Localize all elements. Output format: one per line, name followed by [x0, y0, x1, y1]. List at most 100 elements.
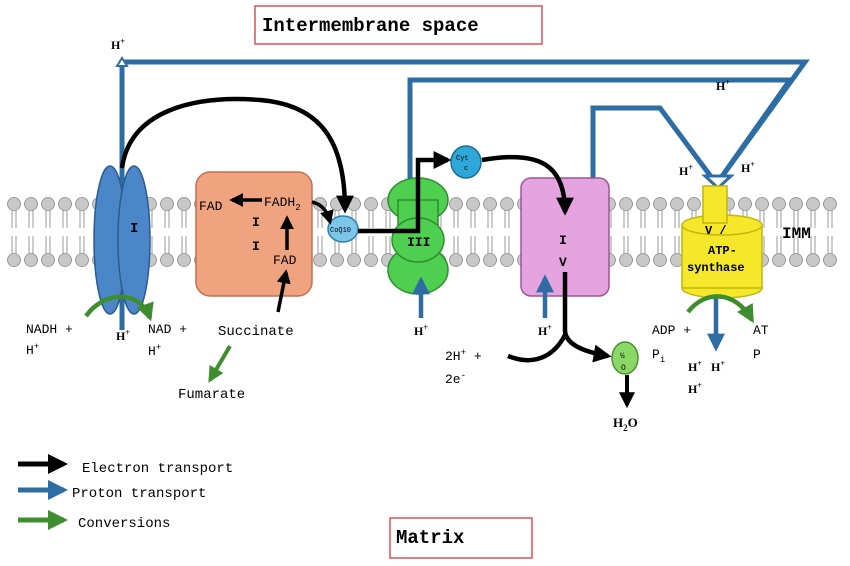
matrix-label-box: Matrix	[389, 517, 533, 559]
oxygen-molecule: ½ O	[611, 341, 639, 375]
complex-ii: I I FAD FADH2 FAD	[195, 171, 313, 297]
atp-synthase-label-top: V /	[705, 224, 727, 238]
complex-i-top-arrowhead	[115, 56, 129, 67]
complex-iv: I V	[520, 177, 610, 297]
lipid-head	[806, 197, 820, 211]
o2-half: ½	[620, 352, 625, 361]
electron-arrow-coq10-to-cytc	[358, 151, 452, 234]
pi-label: Pi	[652, 347, 665, 365]
electron-arrow-complex-iv-to-o2	[562, 272, 612, 363]
lipid-head	[483, 197, 497, 211]
lipid-head	[619, 197, 633, 211]
lipid-head	[738, 197, 752, 211]
electron-arrow-cytc-to-complex-iv	[481, 154, 574, 216]
fad-left-label: FAD	[199, 199, 223, 214]
lipid-head	[466, 253, 480, 267]
reaction-labels: NADH + H+ NAD + H+ Succinate Fumarate 2H…	[26, 322, 769, 403]
legend-label-electron: Electron transport	[82, 461, 233, 477]
atp-synthase-label-2: synthase	[687, 261, 745, 275]
intermembrane-space-title: Intermembrane space	[262, 15, 479, 37]
proton-label-atp-right: H+	[741, 160, 755, 175]
lipid-head	[347, 197, 361, 211]
nadh-label: NADH +	[26, 322, 73, 337]
fadh2-label: FADH2	[264, 195, 301, 213]
lipid-head	[636, 197, 650, 211]
lipid-head	[41, 197, 55, 211]
o2-o: O	[621, 364, 626, 373]
water-label: H2O	[613, 415, 638, 433]
cytochrome-c: Cyt c	[450, 145, 482, 179]
complex-i-label: I	[130, 221, 138, 237]
proton-path-complex-iii	[407, 77, 795, 230]
lipid-head	[789, 197, 803, 211]
cyt-label-c: c	[464, 165, 468, 173]
lipid-head	[364, 197, 378, 211]
lipid-head	[823, 253, 837, 267]
legend-item-electron: Electron transport	[18, 454, 233, 477]
proton-apex-arrowhead	[701, 174, 735, 191]
electron-arrow-fadh2-to-coq10	[311, 200, 334, 225]
complex-ii-label-top: I	[252, 215, 260, 230]
lipid-head	[24, 197, 38, 211]
proton-label-complex-iv: H+	[538, 323, 552, 338]
lipid-head	[500, 197, 514, 211]
lipid-head	[347, 253, 361, 267]
lipid-head	[466, 197, 480, 211]
legend-label-proton: Proton transport	[72, 486, 206, 502]
lipid-head	[330, 253, 344, 267]
succinate-label: Succinate	[218, 324, 294, 340]
lipid-head	[653, 197, 667, 211]
complex-i: I	[93, 165, 151, 315]
legend: Electron transport Proton transport Conv…	[18, 454, 233, 532]
nadh-h-label: H+	[26, 342, 39, 358]
nad-label: NAD +	[148, 322, 187, 337]
lipid-head	[75, 253, 89, 267]
conversion-arrow-succinate-fumarate	[208, 344, 232, 383]
lipid-head	[653, 253, 667, 267]
proton-label-complex-iii: H+	[414, 323, 428, 338]
proton-label-complex-i-top: H+	[111, 37, 125, 52]
lipid-head	[313, 253, 327, 267]
lipid-head	[24, 253, 38, 267]
intermembrane-space-label-box: Intermembrane space	[254, 5, 543, 45]
lipid-head	[7, 253, 21, 267]
fad-bottom-label: FAD	[273, 253, 297, 268]
proton-label-matrix-3: H+	[688, 381, 702, 396]
lipid-head	[619, 253, 633, 267]
atp-label-bottom: P	[753, 347, 761, 362]
lipid-head	[483, 253, 497, 267]
coq10-carrier: CoQ10	[327, 215, 359, 243]
lipid-head	[449, 253, 463, 267]
lipid-head	[41, 253, 55, 267]
imm-label: IMM	[782, 225, 811, 243]
complex-iv-label-top: I	[559, 233, 567, 248]
lipid-head	[670, 197, 684, 211]
lipid-head	[58, 253, 72, 267]
legend-item-conversion: Conversions	[18, 510, 170, 532]
lipid-head	[755, 197, 769, 211]
matrix-title: Matrix	[396, 527, 464, 549]
lipid-head	[772, 197, 786, 211]
conversion-arrow-nadh	[84, 294, 154, 322]
lipid-head	[806, 253, 820, 267]
lipid-head	[177, 197, 191, 211]
proton-labels: H+ H+ H+ H+ H+ H+ H+ H+ H+ H+	[111, 37, 755, 396]
lipid-head	[636, 253, 650, 267]
lipid-head	[58, 197, 72, 211]
arrow-succinate-to-fad	[276, 269, 291, 313]
electron-arrow-2e-input	[507, 333, 567, 363]
fumarate-label: Fumarate	[178, 387, 245, 403]
proton-label-matrix-2: H+	[711, 359, 725, 374]
proton-label-complex-i-bottom: H+	[116, 328, 130, 343]
lipid-head	[177, 253, 191, 267]
two-h-label: 2H+ +	[445, 348, 482, 364]
adp-label: ADP +	[652, 323, 691, 338]
coq10-label: CoQ10	[330, 227, 351, 235]
atp-label-top: AT	[753, 323, 769, 338]
lipid-head	[330, 197, 344, 211]
lipid-head	[772, 253, 786, 267]
lipid-head	[449, 197, 463, 211]
atp-synthase-label-1: ATP-	[708, 244, 737, 258]
legend-label-conversion: Conversions	[78, 516, 170, 532]
